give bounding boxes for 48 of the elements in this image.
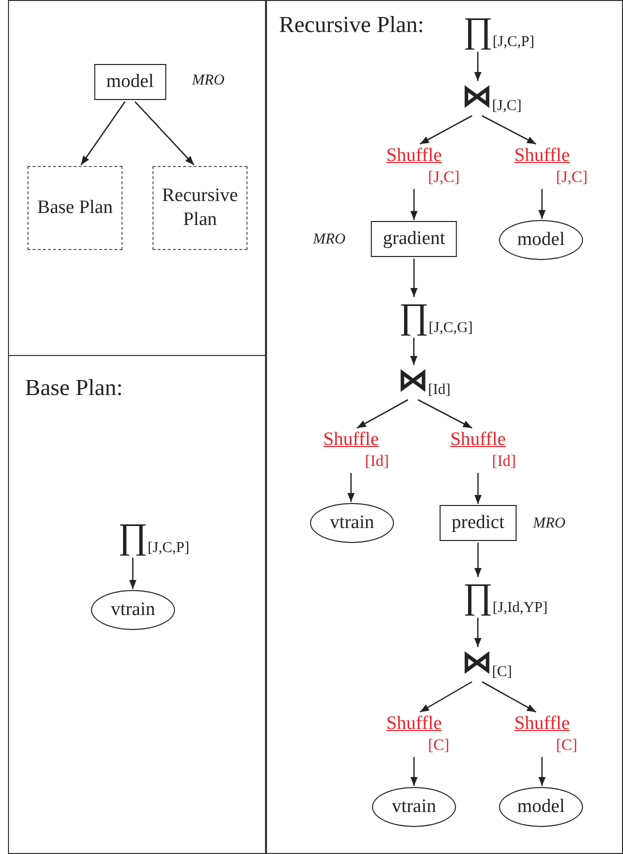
arrow (482, 115, 536, 145)
arrow (420, 115, 472, 145)
node-annotation: MRO (313, 232, 346, 248)
shuffle-operator: Shuffle [Id] (446, 429, 516, 471)
relation-ellipse: vtrain (372, 787, 456, 827)
shuffle-operator: Shuffle [J,C] (382, 145, 460, 187)
arrow (347, 472, 355, 502)
arrow (538, 188, 546, 219)
projection-operator: ∏$_{[J,C,G]}$ (399, 298, 473, 336)
arrow (482, 681, 536, 713)
arrow (410, 338, 418, 365)
arrow (410, 258, 418, 297)
shuffle-operator: Shuffle [C] (382, 713, 450, 755)
arrow (474, 472, 482, 504)
relation-ellipse: model (499, 787, 583, 827)
arrow (410, 756, 418, 786)
relation-ellipse: model (499, 220, 583, 260)
projection-operator: ∏$_{[J,C,P]}$ (118, 518, 190, 556)
shuffle-operator: Shuffle [J,C] (510, 145, 588, 187)
arrow (474, 542, 482, 577)
arrow (356, 399, 408, 429)
relation-ellipse: vtrain (310, 503, 394, 543)
join-operator: ⋈$_{[Id]}$ (398, 366, 450, 398)
process-box: predict (440, 505, 516, 541)
arrow (134, 101, 194, 166)
panel-heading: Base Plan: (25, 375, 123, 401)
panel-heading: Recursive Plan: (279, 12, 424, 38)
process-box: gradient (370, 221, 458, 257)
shuffle-operator: Shuffle [C] (510, 713, 578, 755)
join-operator: ⋈$_{[J,C]}$ (462, 82, 522, 114)
arrow (418, 399, 472, 429)
arrow (474, 52, 482, 81)
arrow (538, 756, 546, 786)
shuffle-operator: Shuffle [Id] (319, 429, 389, 471)
join-operator: ⋈$_{[C]}$ (462, 648, 512, 680)
process-box: model (94, 64, 166, 100)
arrow (80, 101, 126, 166)
projection-operator: ∏$_{[J,Id,YP]}$ (463, 578, 548, 616)
projection-operator: ∏$_{[J,C,P]}$ (463, 12, 534, 50)
plan-box: Recursive Plan (152, 166, 248, 250)
arrow (474, 618, 482, 647)
node-annotation: MRO (533, 516, 566, 532)
relation-ellipse: vtrain (91, 590, 175, 630)
arrow (129, 558, 136, 589)
plan-box: Base Plan (28, 166, 122, 250)
arrow (410, 188, 418, 220)
arrow (420, 681, 472, 713)
node-annotation: MRO (192, 72, 224, 90)
